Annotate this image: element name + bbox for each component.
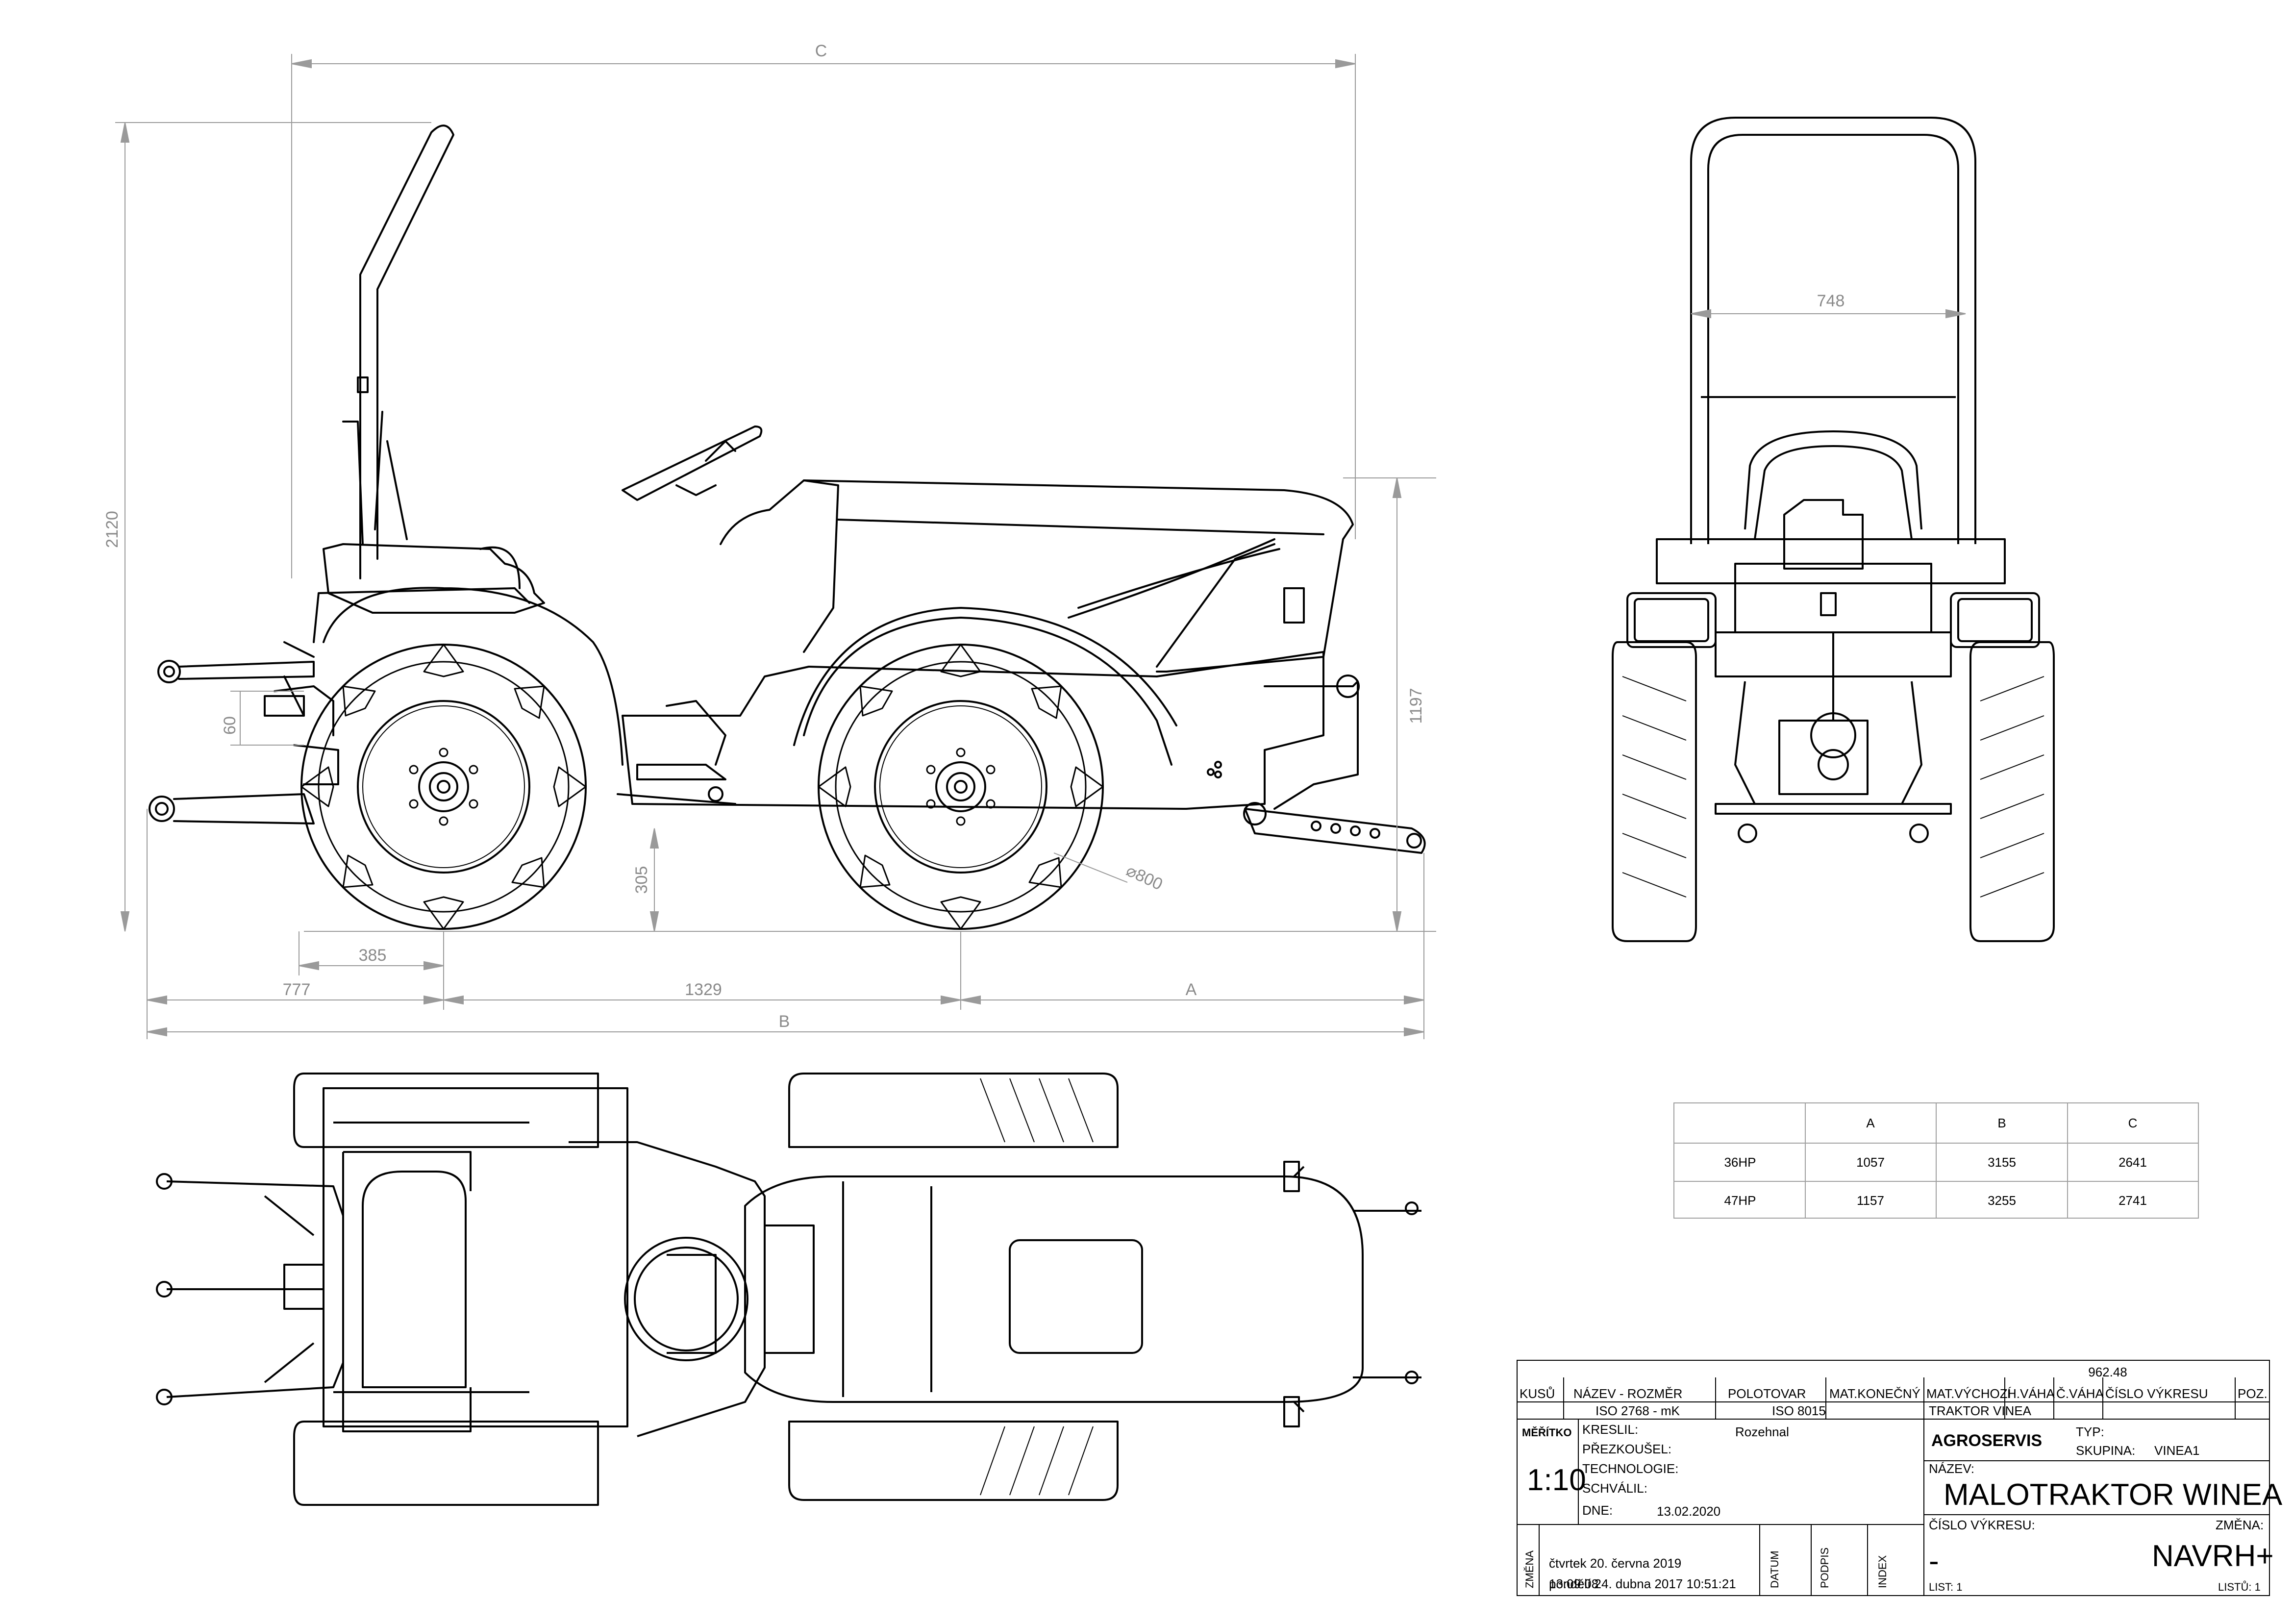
dim-a-label: A — [1186, 980, 1197, 999]
seat — [323, 543, 545, 614]
tb-date-line-1: čtvrtek 20. června 2019 — [1549, 1556, 1681, 1571]
tb-cislo-vykresu: - — [1929, 1544, 1939, 1578]
table-header-a: A — [1866, 1116, 1875, 1130]
rear-wheel — [300, 644, 587, 930]
table-cell: 3255 — [1988, 1193, 2016, 1208]
top-steering-wheel — [624, 1237, 748, 1361]
table-cell: 47HP — [1724, 1193, 1756, 1208]
variant-table: A B C 36HP 1057 3155 2641 47HP 1157 3255… — [1673, 1102, 2199, 1219]
tb-datum-col: DATUM — [1769, 1550, 1781, 1588]
tb-col-cislo-vykresu: ČÍSLO VÝKRESU — [2105, 1386, 2208, 1401]
dim-c-label: C — [815, 42, 827, 60]
tb-col-mat-konecny: MAT.KONEČNÝ — [1829, 1386, 1920, 1401]
table-header-b: B — [1997, 1116, 2006, 1130]
tb-company: AGROSERVIS — [1931, 1431, 2042, 1450]
tb-weight: 962.48 — [2088, 1365, 2127, 1379]
top-body — [323, 1087, 628, 1427]
rear-fender — [323, 587, 623, 766]
tb-col-c-vaha: Č.VÁHA — [2056, 1386, 2104, 1401]
top-rear-left-tire — [293, 1073, 599, 1148]
front-drawbar — [1243, 802, 1426, 854]
dim-rear-overhang-axle: 385 — [359, 946, 387, 965]
title-block: 962.48 KUSŮ NÁZEV - ROZMĚR POLOTOVAR MAT… — [1517, 1360, 2283, 1596]
tb-meritko-label: MĚŘÍTKO — [1522, 1426, 1571, 1439]
side-view-dimensions — [115, 54, 1436, 1039]
chassis — [622, 651, 1324, 810]
dim-hitch: 60 — [221, 716, 239, 735]
side-view — [149, 125, 1426, 930]
dim-ground-clearance: 305 — [632, 866, 651, 894]
rops-bar — [359, 125, 454, 579]
tb-zmena: NAVRH+ — [2152, 1539, 2274, 1573]
front-wheel — [818, 644, 1104, 930]
tb-skupina: VINEA1 — [2154, 1443, 2200, 1458]
front-fender — [803, 617, 1172, 766]
tb-scale: 1:10 — [1527, 1463, 1586, 1497]
dim-rops-width: 748 — [1817, 292, 1845, 310]
tb-date-line-2a: 13:09:08 — [1549, 1576, 1598, 1591]
dim-wheelbase: 1329 — [685, 980, 722, 999]
rear-right-tire — [1969, 641, 2055, 942]
tb-technologie-label: TECHNOLOGIE: — [1582, 1461, 1678, 1476]
top-front-right-tire — [788, 1421, 1119, 1501]
dim-height-hood: 1197 — [1407, 688, 1425, 724]
dim-rear-overhang: 777 — [283, 980, 311, 999]
table-cell: 36HP — [1724, 1155, 1756, 1170]
top-seat — [362, 1171, 467, 1388]
tb-dne-label: DNE: — [1582, 1503, 1613, 1518]
top-rear-right-tire — [293, 1421, 599, 1506]
tb-zmena-label: ZMĚNA: — [2216, 1518, 2264, 1532]
rear-view — [1612, 117, 2055, 942]
tb-col-nazev-rozmer: NÁZEV - ROZMĚR — [1573, 1386, 1682, 1401]
tb-col-poz: POZ. — [2238, 1386, 2268, 1401]
tb-skupina-label: SKUPINA: — [2076, 1443, 2135, 1458]
tb-cislo-vykresu-label: ČÍSLO VÝKRESU: — [1929, 1518, 2035, 1532]
tb-prezkousel-label: PŘEZKOUŠEL: — [1582, 1442, 1671, 1456]
tb-col-mat-vychozi: MAT.VÝCHOZÍ — [1926, 1386, 2012, 1401]
tb-kreslil: Rozehnal — [1735, 1424, 1789, 1439]
rear-view-dimensions — [1691, 309, 1966, 319]
rear-hitch — [149, 641, 339, 824]
tb-col-h-vaha: H.VÁHA — [2007, 1386, 2055, 1401]
table-cell: 1157 — [1857, 1193, 1884, 1208]
tb-nazev: MALOTRAKTOR WINEA — [1944, 1478, 2283, 1512]
tb-iso-1: ISO 2768 - mK — [1595, 1403, 1680, 1418]
rear-left-tire — [1612, 641, 1697, 942]
rops-frame — [1690, 117, 1976, 544]
tb-list: LIST: 1 — [1929, 1581, 1962, 1593]
tb-iso-2: ISO 8015 — [1772, 1403, 1826, 1418]
top-view — [156, 1073, 1421, 1506]
table-cell: 2741 — [2119, 1193, 2147, 1208]
top-front-left-tire — [788, 1073, 1119, 1148]
tb-dne: 13.02.2020 — [1657, 1504, 1720, 1519]
dim-height-total: 2120 — [103, 511, 122, 548]
tb-project: TRAKTOR VINEA — [1929, 1403, 2032, 1418]
tb-col-polotovar: POLOTOVAR — [1728, 1386, 1806, 1401]
table-cell: 3155 — [1988, 1155, 2016, 1170]
dim-b-label: B — [779, 1012, 790, 1031]
top-hood — [744, 1175, 1364, 1403]
tb-index-col: INDEX — [1876, 1555, 1889, 1588]
tb-typ-label: TYP: — [2076, 1424, 2104, 1439]
tb-zmena-col: ZMĚNA — [1523, 1550, 1536, 1588]
steering-wheel — [622, 425, 763, 501]
table-cell: 2641 — [2119, 1155, 2147, 1170]
tb-kreslil-label: KRESLIL: — [1582, 1422, 1638, 1437]
tb-podpis-col: PODPIS — [1819, 1548, 1831, 1588]
table-header-c: C — [2128, 1116, 2138, 1130]
tb-schvalil-label: SCHVÁLIL: — [1582, 1481, 1647, 1496]
tb-listu: LISTŮ: 1 — [2218, 1581, 2261, 1593]
tb-date-line-2b: pondělí 24. dubna 2017 10:51:21 — [1549, 1576, 1736, 1591]
hood — [720, 479, 1354, 673]
table-cell: 1057 — [1856, 1155, 1885, 1170]
tb-nazev-label: NÁZEV: — [1929, 1461, 1974, 1476]
tb-col-kusu: KUSŮ — [1520, 1386, 1555, 1401]
